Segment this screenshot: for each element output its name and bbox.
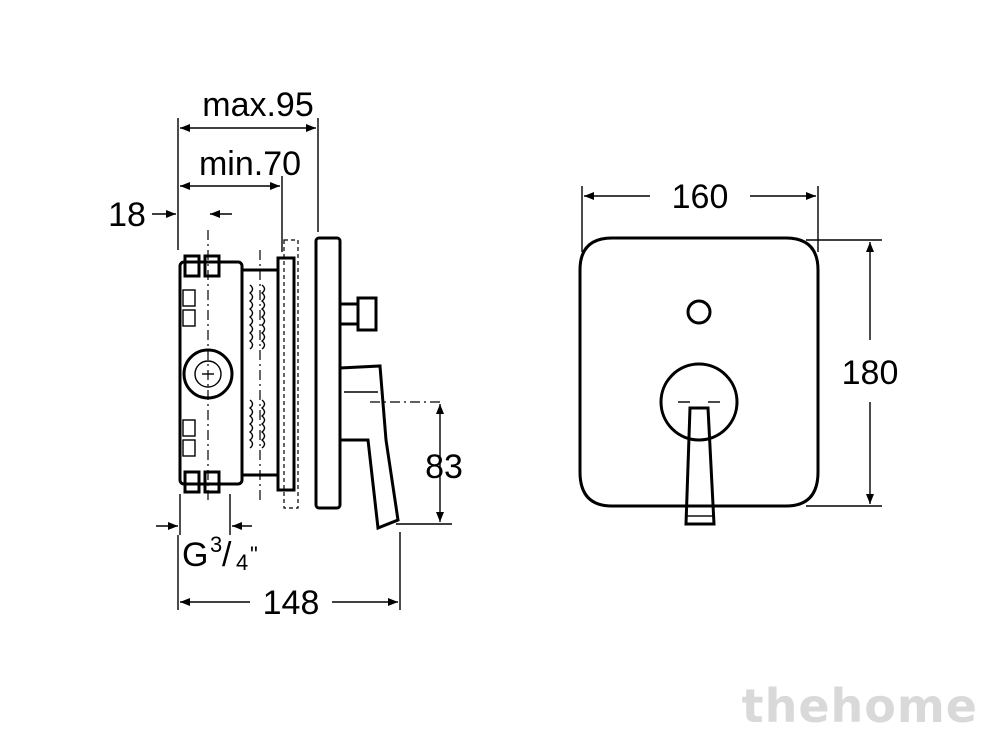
dim-min-depth: min.70 [180, 145, 301, 252]
side-view: max.95 min.70 18 83 G 3 / 4 [108, 86, 463, 622]
thread-numerator: 3 [210, 532, 222, 557]
offset-label: 18 [108, 196, 146, 234]
plate-height-label: 180 [842, 354, 899, 392]
plate-width-label: 160 [672, 178, 729, 216]
dim-lever-height: 83 [396, 404, 463, 525]
dim-plate-width: 160 [581, 178, 819, 252]
min-depth-label: min.70 [199, 145, 301, 183]
thread-denominator: 4 [236, 550, 248, 575]
cover-plate [578, 236, 820, 526]
overall-depth-label: 148 [263, 584, 320, 622]
watermark-logo: thehome [742, 679, 978, 733]
dim-thread: G 3 / 4 " [156, 494, 258, 575]
thread-inch-mark: " [250, 542, 258, 567]
max-depth-label: max.95 [202, 86, 314, 124]
valve-body [178, 230, 442, 531]
dim-plate-height: 180 [806, 239, 899, 507]
thread-prefix: G [182, 536, 208, 574]
dim-overall-depth: 148 [177, 532, 401, 622]
thread-slash: / [222, 536, 232, 574]
lever-height-label: 83 [425, 448, 463, 486]
dim-offset: 18 [108, 196, 232, 234]
dim-max-depth: max.95 [177, 86, 319, 250]
front-view: 160 180 [578, 178, 899, 526]
